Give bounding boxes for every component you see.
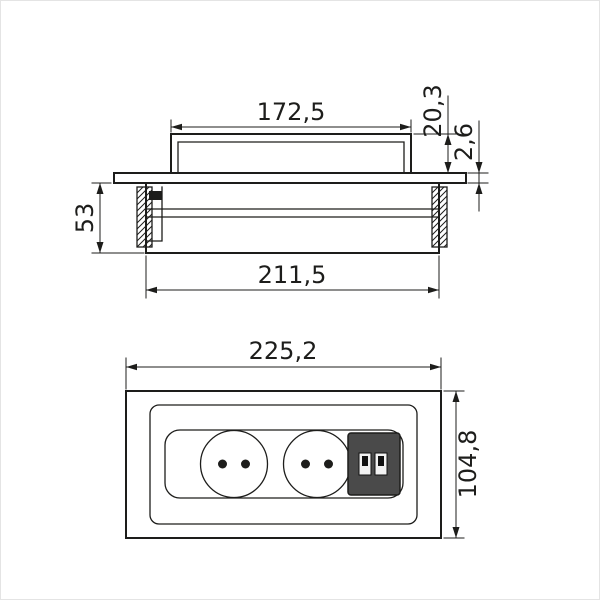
socket-left-hole-2	[241, 459, 250, 469]
latch-block	[149, 191, 162, 200]
dim-label-top-width: 172,5	[257, 98, 326, 126]
usb-port-1	[358, 452, 372, 476]
usb-module	[347, 432, 401, 496]
dimension-plate-thickness: 2,6	[450, 120, 489, 212]
clamp-left-hatch	[136, 186, 153, 248]
dim-label-front-width: 225,2	[249, 337, 318, 365]
socket-right-hole-1	[301, 459, 310, 469]
socket-right-hole-2	[324, 459, 333, 469]
side-view-part	[113, 133, 467, 254]
dimension-body-width: 211,5	[145, 255, 440, 299]
latch-detail	[146, 186, 163, 242]
usb-module-body	[347, 432, 401, 496]
dim-label-recess-depth: 53	[71, 203, 99, 234]
dimension-front-width: 225,2	[125, 337, 442, 390]
front-outer-frame	[125, 390, 442, 539]
dim-label-plate-thickness: 2,6	[450, 123, 478, 161]
dimension-front-height: 104,8	[443, 390, 482, 539]
dim-label-front-height: 104,8	[454, 430, 482, 499]
socket-left	[199, 429, 269, 499]
front-view: 225,2 104,8	[125, 337, 482, 539]
side-view: 172,5 20,3 2,6 53	[71, 84, 489, 299]
socket-right	[282, 429, 352, 499]
clamp-right-hatch	[431, 186, 448, 248]
socket-panel	[164, 429, 404, 499]
dim-label-body-width: 211,5	[258, 261, 327, 289]
front-inner-frame	[149, 404, 418, 525]
dimension-recess-depth: 53	[71, 182, 145, 254]
lid-inner-wall	[177, 141, 405, 174]
socket-left-hole-1	[218, 459, 227, 469]
dim-label-lid-height: 20,3	[419, 84, 447, 137]
front-view-part	[125, 390, 442, 539]
socket-left-rim	[199, 429, 269, 499]
dimension-top-width: 172,5	[170, 98, 412, 133]
flange-plate	[113, 172, 467, 184]
body-outline	[145, 182, 440, 254]
socket-right-rim	[282, 429, 352, 499]
lid-outline	[170, 133, 412, 174]
dimension-lid-height: 20,3	[413, 84, 458, 174]
usb-port-2	[374, 452, 388, 476]
